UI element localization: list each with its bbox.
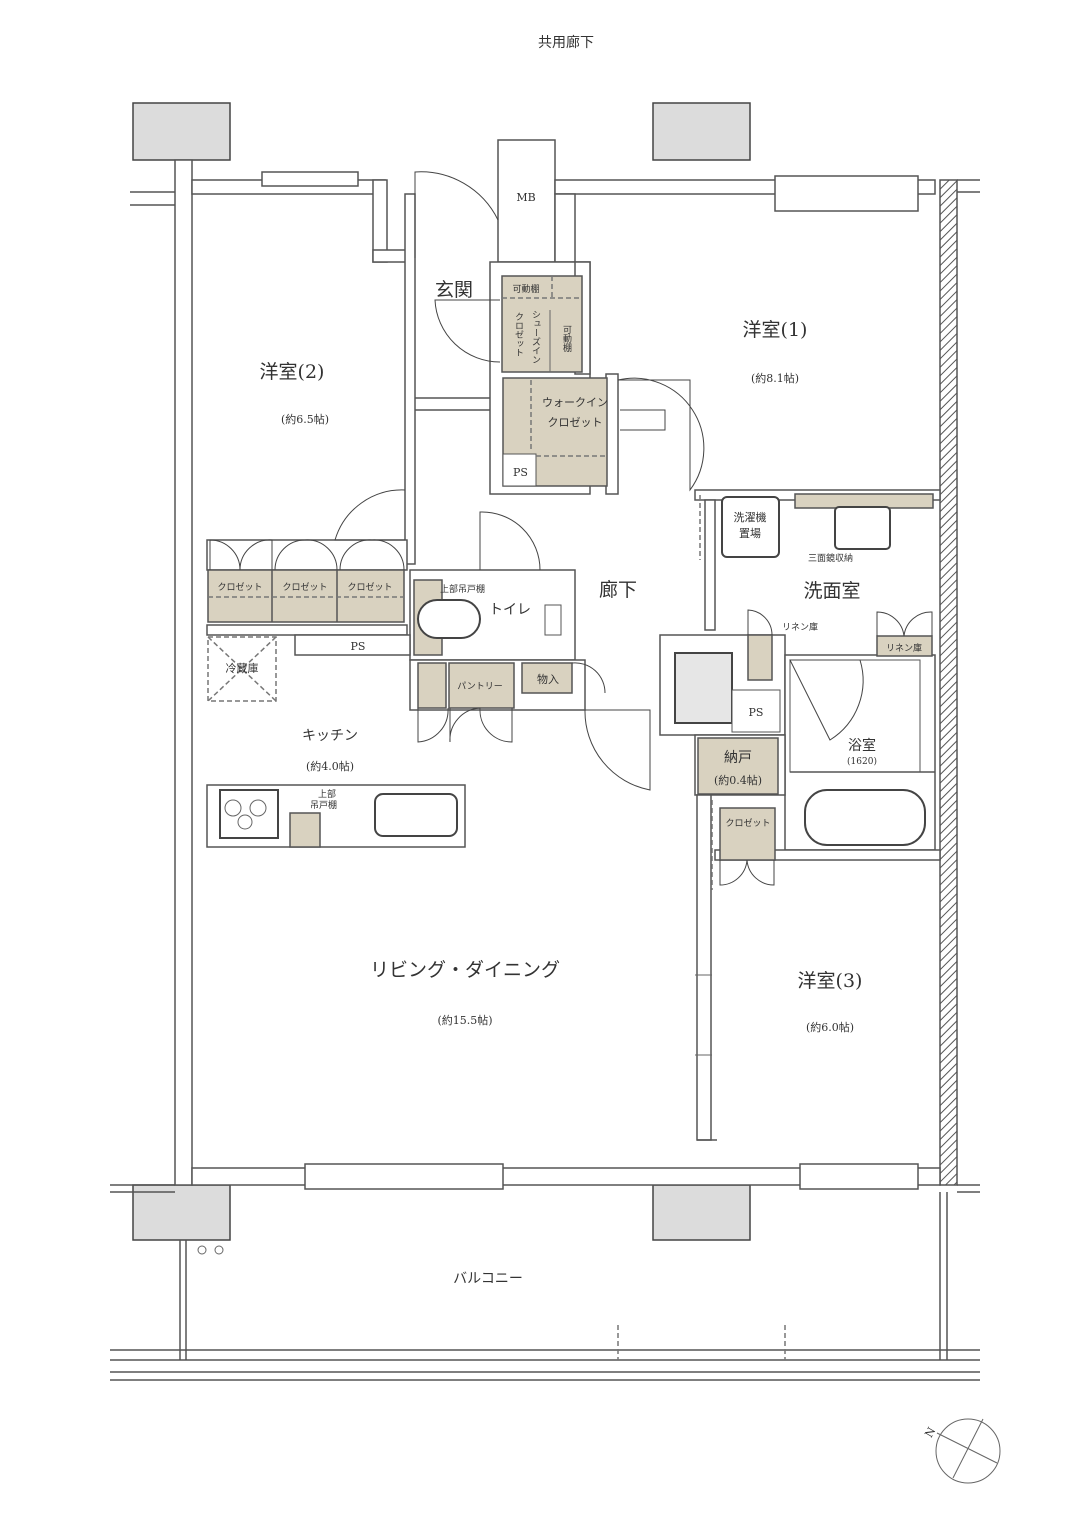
hallway-label: 廊下 xyxy=(599,579,637,601)
column-top-left xyxy=(132,102,231,161)
western-room-2-name: 洋室(2) xyxy=(260,361,325,383)
entrance-label: 玄関 xyxy=(435,279,473,301)
ps-label-1: PS xyxy=(513,466,528,479)
closet-label-2: クロゼット xyxy=(282,581,327,593)
column-top-right xyxy=(652,102,751,161)
toilet-upper-cabinet-label: 上部吊戸棚 xyxy=(440,583,485,595)
walkin-closet-label-2: クロゼット xyxy=(548,416,603,429)
balcony-railing xyxy=(110,1192,980,1381)
closet-label-1: クロゼット xyxy=(217,581,262,593)
column-bottom-right xyxy=(652,1184,751,1241)
kitchen-name: キッチン xyxy=(302,728,358,744)
mirror-cabinet-label: 三面鏡収納 xyxy=(808,552,853,564)
fridge-label: 冷蔵庫 xyxy=(226,661,259,675)
closet-label-4: クロゼット xyxy=(725,817,770,829)
common-corridor-label: 共用廊下 xyxy=(538,34,594,51)
doors xyxy=(209,171,933,890)
movable-shelf-label-vertical: 可動棚 xyxy=(561,325,572,353)
linen-label-2: リネン庫 xyxy=(886,642,922,654)
ps-label-3: PS xyxy=(749,706,764,719)
western-room-1-size: (約8.1帖) xyxy=(751,371,799,385)
storage-label: 物入 xyxy=(537,672,559,686)
toilet-label: トイレ xyxy=(489,602,531,618)
balcony-label: バルコニー xyxy=(453,1271,523,1287)
closet-label-3: クロゼット xyxy=(347,581,392,593)
living-dining-size: (約15.5帖) xyxy=(437,1013,492,1027)
movable-shelf-label: 可動棚 xyxy=(512,283,539,295)
bathroom-label: 浴室 xyxy=(848,737,876,754)
mb-label: MB xyxy=(516,191,535,204)
shoe-closet-label-2: クロゼット xyxy=(513,312,524,357)
western-room-3-size: (約6.0帖) xyxy=(806,1020,854,1034)
compass-icon: N xyxy=(922,1418,1001,1484)
washroom-label: 洗面室 xyxy=(803,580,860,602)
kitchen-upper-label-2: 吊戸棚 xyxy=(310,799,337,811)
walkin-closet-label-1: ウォークイン xyxy=(542,396,608,409)
bathroom-size: (1620) xyxy=(847,756,877,767)
fixtures xyxy=(207,496,935,846)
ps-label-2: PS xyxy=(351,640,366,653)
pantry-label: パントリー xyxy=(457,681,502,692)
column-bottom-left xyxy=(132,1184,231,1241)
shoe-closet-label-1: シューズイン xyxy=(530,310,541,364)
windows xyxy=(261,171,919,1190)
western-room-2-size: (約6.5帖) xyxy=(281,412,329,426)
outer-walls xyxy=(110,139,980,1193)
kitchen-upper-label-1: 上部 xyxy=(318,788,336,800)
washer-label-2: 置場 xyxy=(739,527,761,540)
storeroom-label: 納戸 xyxy=(724,750,752,766)
western-room-3-name: 洋室(3) xyxy=(798,970,863,992)
western-room-1-name: 洋室(1) xyxy=(743,319,808,341)
living-dining-name: リビング・ダイニング xyxy=(370,959,560,981)
washer-label-1: 洗濯機 xyxy=(734,510,767,524)
linen-label-1: リネン庫 xyxy=(782,621,818,633)
kitchen-size: (約4.0帖) xyxy=(306,759,354,773)
storeroom-size: (約0.4帖) xyxy=(714,773,762,787)
compass-north-label: N xyxy=(922,1425,938,1440)
